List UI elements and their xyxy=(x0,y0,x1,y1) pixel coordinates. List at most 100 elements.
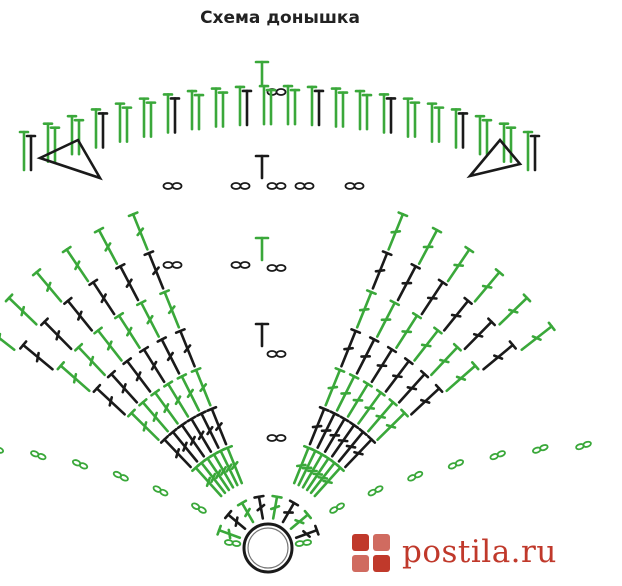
fan-stitch xyxy=(355,289,377,329)
edge-chain xyxy=(575,440,592,451)
edge-chain xyxy=(0,446,4,454)
fan-stitch xyxy=(93,226,119,265)
fan-stitch xyxy=(344,435,377,469)
fan-stitch xyxy=(122,357,152,393)
foundation-ring xyxy=(242,522,294,574)
fan-stitch xyxy=(340,328,362,368)
fan-stitch xyxy=(88,278,116,316)
edge-chain xyxy=(489,450,506,461)
fan-stitch xyxy=(127,211,149,251)
fan-stitch xyxy=(473,268,505,303)
fan-stitch xyxy=(106,369,139,404)
fan-stitch xyxy=(330,421,360,458)
fan-stitch xyxy=(93,326,123,362)
fan-stitch xyxy=(168,427,199,463)
fan-stitch xyxy=(74,342,106,377)
fan-stitch xyxy=(4,293,38,326)
round1-stitch xyxy=(289,509,313,531)
corner-decrease-right xyxy=(466,137,523,179)
round1-chain xyxy=(294,539,312,547)
fan-stitch xyxy=(430,342,462,377)
fan-stitch xyxy=(31,268,63,303)
fan-stitch xyxy=(61,245,90,283)
edge-chain xyxy=(30,450,47,461)
fan-stitch xyxy=(63,296,94,332)
edge-chain xyxy=(329,502,345,514)
edge-chain xyxy=(367,485,384,497)
round1-chain xyxy=(224,539,242,547)
edge-chain xyxy=(407,470,424,482)
fan-stitch xyxy=(176,373,201,412)
center-chain xyxy=(266,350,287,358)
fan-stitch xyxy=(445,361,480,393)
round1-stitch xyxy=(216,524,242,540)
side-chain xyxy=(294,182,315,190)
fan-stitch xyxy=(357,388,386,425)
edge-chain xyxy=(191,502,207,514)
fan-stitch xyxy=(446,245,475,283)
fan-stitch xyxy=(463,317,497,351)
fan-stitch xyxy=(397,369,430,404)
fan-stitch xyxy=(138,398,169,433)
fan-stitch xyxy=(0,332,16,352)
diagram-title: Схема донышка xyxy=(200,8,360,28)
fan-stitch xyxy=(371,250,393,290)
fan-stitch xyxy=(56,361,91,393)
fan-stitch xyxy=(316,410,340,449)
fan-stitch xyxy=(156,336,181,375)
fan-stitch xyxy=(337,427,368,463)
fan-stitch xyxy=(186,415,213,453)
fan-stitch xyxy=(417,226,443,265)
fan-stitch xyxy=(163,380,190,418)
fan-stitch xyxy=(442,296,473,332)
fan-stitch xyxy=(190,366,212,407)
fan-stitch xyxy=(395,311,423,349)
fan-stitch xyxy=(376,408,410,442)
fan-stitch xyxy=(138,345,166,384)
fan-stitch xyxy=(19,340,54,371)
fan-stitch xyxy=(113,311,141,349)
fan-stitch xyxy=(498,293,532,326)
fan-stitch xyxy=(176,421,206,458)
fan-stitch xyxy=(370,345,398,384)
fan-stitch xyxy=(159,289,181,329)
edge-chain xyxy=(532,444,549,454)
fan-stitch xyxy=(410,383,444,416)
fan-stitch xyxy=(413,326,443,362)
round1-stitch xyxy=(281,499,300,524)
fan-stitch xyxy=(482,340,517,371)
round1-stitch xyxy=(294,524,320,540)
corner-decrease-left xyxy=(36,138,103,181)
fan-stitch xyxy=(323,415,350,453)
side-chain xyxy=(162,182,183,190)
round1-stitch xyxy=(236,499,255,524)
fan-stitch xyxy=(39,317,73,351)
fan-stitch xyxy=(191,463,223,498)
fan-stitch xyxy=(355,336,380,375)
side-chain xyxy=(230,261,251,269)
fan-stitch xyxy=(115,262,140,302)
edge-chain xyxy=(71,459,89,470)
fan-stitch xyxy=(135,299,161,338)
fan-stitch xyxy=(143,250,165,290)
postila-watermark[interactable]: postila.ru xyxy=(348,526,610,578)
side-chain xyxy=(162,261,183,269)
fan-stitch xyxy=(396,262,421,302)
fan-stitch xyxy=(159,435,192,469)
side-chain xyxy=(230,182,251,190)
watermark-text: postila.ru xyxy=(402,534,557,570)
fan-stitch xyxy=(324,366,346,407)
fan-stitch xyxy=(174,328,196,368)
center-chain xyxy=(266,434,287,442)
fan-stitch xyxy=(313,463,345,498)
postila-logo-icon xyxy=(352,534,390,572)
fan-stitch xyxy=(92,383,126,416)
fan-stitch xyxy=(126,408,160,442)
fan-stitch xyxy=(206,405,228,446)
fan-stitch xyxy=(520,321,556,352)
fan-stitch xyxy=(335,373,360,412)
fan-stitch xyxy=(150,388,179,425)
fan-stitch xyxy=(308,405,330,446)
edge-chain xyxy=(447,459,465,470)
round1-stitch xyxy=(253,494,266,520)
